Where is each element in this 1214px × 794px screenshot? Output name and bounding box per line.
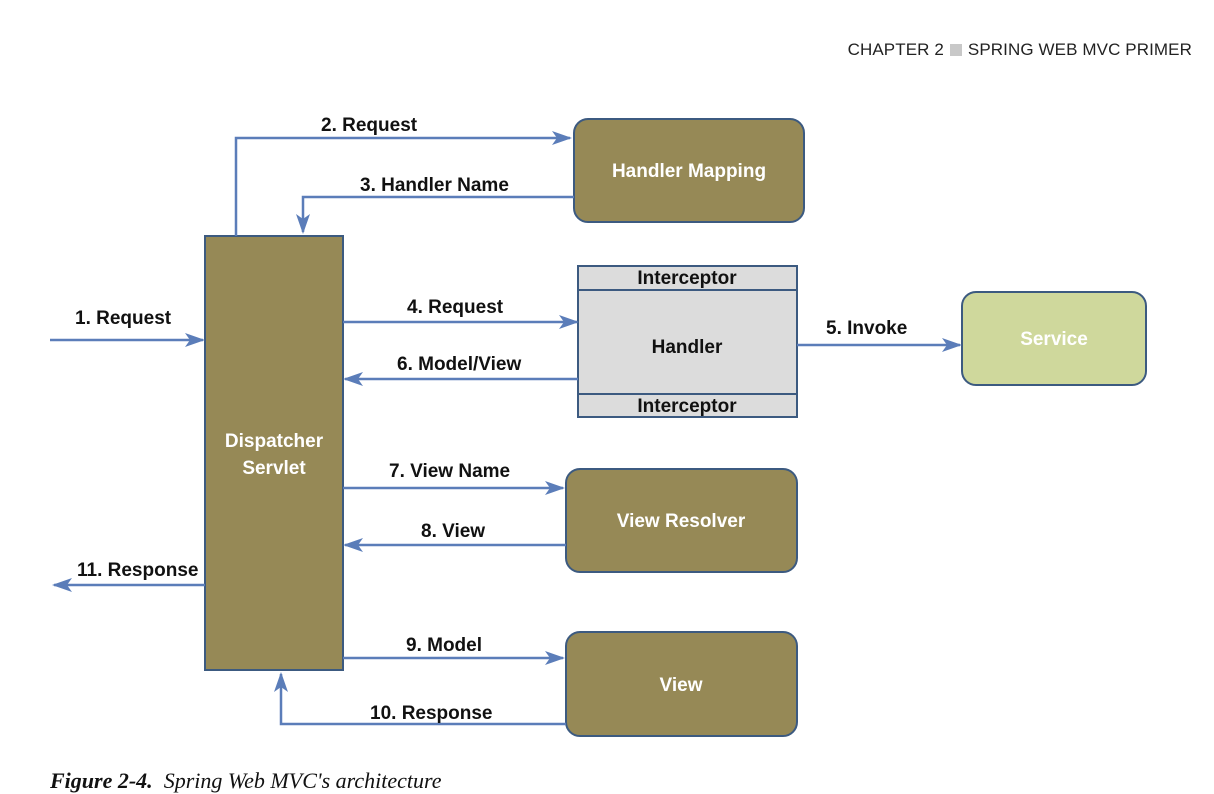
edge-label-11: 11. Response: [77, 560, 198, 581]
edge-label-6: 6. Model/View: [397, 354, 521, 375]
figure-number: Figure 2-4.: [50, 768, 153, 793]
dispatcher-servlet-label-line1: Dispatcher: [225, 431, 324, 452]
chapter-title: SPRING WEB MVC PRIMER: [967, 40, 1192, 59]
running-header: CHAPTER 2 SPRING WEB MVC PRIMER: [848, 40, 1192, 60]
handler-mapping-label: Handler Mapping: [612, 161, 766, 182]
view-resolver-label: View Resolver: [617, 511, 746, 532]
handler-mapping-box: [573, 118, 805, 223]
edge-label-7: 7. View Name: [389, 461, 510, 482]
view-box: [565, 631, 798, 737]
edge-label-2: 2. Request: [321, 115, 418, 136]
figure-title: Spring Web MVC's architecture: [163, 768, 442, 793]
arrow-3-handler-name: [296, 195, 574, 234]
chapter-number: CHAPTER 2: [847, 40, 944, 59]
arrow-2-request: [234, 131, 572, 236]
handler-label: Handler: [652, 337, 723, 358]
service-box: [961, 291, 1147, 386]
edge-label-9: 9. Model: [406, 635, 482, 656]
interceptor-top-box: [577, 265, 798, 291]
edge-label-5: 5. Invoke: [826, 318, 907, 339]
square-separator-icon: [949, 44, 962, 56]
figure-caption: Figure 2-4. Spring Web MVC's architectur…: [50, 768, 442, 794]
interceptor-top-label: Interceptor: [637, 268, 737, 289]
arrow-10-response: [274, 672, 566, 726]
dispatcher-servlet-box: [204, 235, 344, 671]
edge-label-4: 4. Request: [407, 297, 504, 318]
handler-box: [577, 289, 798, 395]
edge-label-3: 3. Handler Name: [360, 175, 509, 196]
interceptor-bottom-box: [577, 393, 798, 418]
edge-label-10: 10. Response: [370, 703, 493, 724]
dispatcher-servlet-label-line2: Servlet: [242, 458, 306, 479]
view-resolver-box: [565, 468, 798, 573]
interceptor-bottom-label: Interceptor: [637, 396, 737, 417]
view-label: View: [660, 675, 703, 696]
edge-label-1: 1. Request: [75, 308, 172, 329]
edge-label-8: 8. View: [421, 521, 485, 542]
service-label: Service: [1020, 329, 1088, 350]
